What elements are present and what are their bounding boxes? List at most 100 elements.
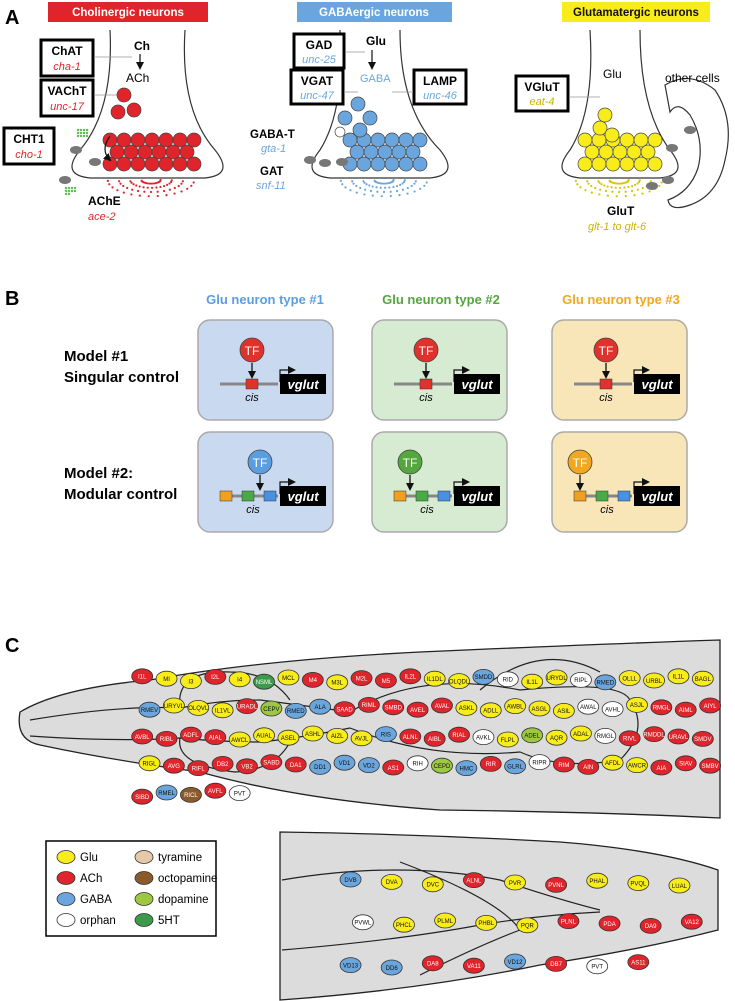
transmitter-dot bbox=[355, 191, 358, 194]
transmitter-dot bbox=[371, 194, 374, 197]
transmitter-dot bbox=[614, 182, 618, 185]
vesicle bbox=[349, 144, 365, 160]
legend: GluAChGABAorphantyramineoctopaminedopami… bbox=[56, 850, 217, 927]
transmitter-dot bbox=[660, 181, 663, 184]
neuron-pvql: PVQL bbox=[627, 875, 650, 891]
neuron-rial: RIAL bbox=[448, 726, 470, 743]
transmitter-dot bbox=[147, 195, 150, 198]
choline-dot bbox=[73, 186, 77, 190]
transmitter-dot bbox=[383, 186, 387, 189]
neuron-rmed: RMED bbox=[594, 674, 617, 691]
neuron-rmev: RMEV bbox=[138, 701, 161, 718]
svg-text:Glu: Glu bbox=[80, 852, 98, 864]
transmitter-dot bbox=[162, 184, 166, 188]
transmitter-dot bbox=[634, 183, 637, 187]
neuron-rim: RIM bbox=[552, 756, 575, 773]
transmitter-dot bbox=[641, 186, 644, 190]
transmitter-dot bbox=[406, 192, 409, 195]
transmitter-dot bbox=[131, 188, 134, 191]
transporter bbox=[89, 158, 101, 166]
transmitter-dot bbox=[173, 186, 176, 190]
transmitter-dot bbox=[136, 189, 140, 193]
neuron-va12: VA12 bbox=[680, 913, 703, 930]
glu-label-gaba: Glu bbox=[366, 34, 386, 48]
neuron-ala: ALA bbox=[309, 698, 332, 715]
neuron-pvr: PVR bbox=[504, 874, 526, 891]
cis-label: cis bbox=[600, 504, 614, 516]
svg-text:IL1L: IL1L bbox=[673, 675, 685, 681]
vesicle bbox=[577, 132, 593, 148]
transmitter-dot bbox=[152, 182, 156, 185]
svg-text:I3: I3 bbox=[188, 679, 194, 685]
svg-text:AVKL: AVKL bbox=[476, 735, 492, 741]
transmitter-dot bbox=[148, 182, 152, 185]
svg-text:PQR: PQR bbox=[521, 924, 535, 930]
vesicle bbox=[405, 144, 421, 160]
transmitter-dot bbox=[624, 194, 627, 198]
transmitter-dot bbox=[180, 190, 183, 193]
cis-element bbox=[245, 378, 259, 390]
vesicle bbox=[633, 156, 649, 172]
vacht-label: VAChT bbox=[47, 84, 87, 98]
svg-text:ASEL: ASEL bbox=[281, 736, 297, 742]
neuron-siav: SIAV bbox=[674, 755, 697, 772]
vesicle bbox=[116, 87, 132, 103]
transporter bbox=[662, 176, 674, 184]
gad-label: GAD bbox=[306, 38, 333, 52]
svg-text:ALNL: ALNL bbox=[466, 878, 482, 884]
svg-text:AS11: AS11 bbox=[631, 960, 646, 966]
neuron-as1: AS1 bbox=[382, 759, 405, 776]
cis-element bbox=[393, 490, 407, 502]
model-boxes: TFcisvglutTFcisvglutTFcisvglutTFcisvglut… bbox=[197, 319, 688, 533]
vesicle bbox=[362, 110, 378, 126]
transmitter-dot bbox=[389, 194, 392, 198]
svg-text:AIZL: AIZL bbox=[331, 734, 344, 740]
svg-text:AWCR: AWCR bbox=[628, 763, 647, 769]
transporter bbox=[336, 158, 348, 166]
transmitter-dot bbox=[140, 179, 143, 182]
neuron-awcl: AWCL bbox=[228, 731, 251, 748]
svg-text:AIBL: AIBL bbox=[428, 737, 442, 743]
neuron-awbl: AWBL bbox=[504, 698, 527, 714]
tf-circle bbox=[239, 337, 265, 363]
transmitter-dot bbox=[636, 182, 639, 185]
vesicle bbox=[158, 132, 174, 148]
neuron-avhl: AVHL bbox=[601, 701, 624, 717]
svg-text:ASGL: ASGL bbox=[531, 707, 548, 713]
svg-text:FLPL: FLPL bbox=[501, 738, 516, 744]
svg-text:NSML: NSML bbox=[256, 680, 273, 686]
svg-text:VB2: VB2 bbox=[241, 765, 253, 771]
transmitter-dot bbox=[413, 182, 416, 185]
vglut-gene-box bbox=[454, 486, 500, 506]
neuron-avbl: AVBL bbox=[131, 728, 154, 745]
transmitter-dot bbox=[168, 188, 171, 191]
neuron-aibl: AIBL bbox=[423, 731, 446, 747]
cis-element bbox=[595, 490, 609, 502]
vesicle bbox=[109, 144, 125, 160]
cht1-box bbox=[2, 126, 56, 166]
svg-text:AIYL: AIYL bbox=[704, 704, 718, 710]
neuron-adfl: ADFL bbox=[180, 726, 202, 743]
transmitter-dot bbox=[615, 195, 618, 198]
svg-text:MI: MI bbox=[163, 677, 170, 683]
neuron-il1dl: IL1DL bbox=[423, 670, 446, 687]
neuron-afdl: AFDL bbox=[601, 754, 624, 771]
svg-text:RIPL: RIPL bbox=[574, 678, 588, 684]
vesicle bbox=[598, 144, 614, 160]
svg-text:AQR: AQR bbox=[550, 736, 564, 742]
transporter bbox=[59, 176, 71, 184]
transmitter-dot bbox=[627, 185, 630, 189]
svg-text:SMBV: SMBV bbox=[702, 764, 719, 770]
vesicle bbox=[384, 156, 400, 172]
vesicle bbox=[391, 144, 407, 160]
transmitter-dot bbox=[658, 184, 661, 187]
transmitter-dot bbox=[616, 182, 620, 185]
neuron-aial: AIAL bbox=[204, 729, 227, 745]
transporter bbox=[70, 146, 82, 154]
svg-text:AWBL: AWBL bbox=[507, 704, 524, 710]
choline-dot bbox=[82, 128, 86, 132]
neuron-i3: I3 bbox=[180, 673, 202, 689]
neuron-pda: PDA bbox=[598, 915, 621, 932]
gabaergic-terminal bbox=[311, 29, 449, 179]
